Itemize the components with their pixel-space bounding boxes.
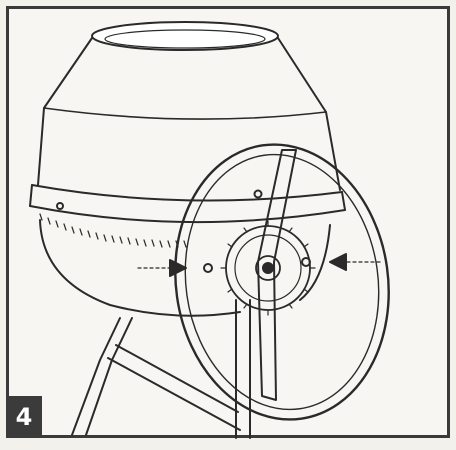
drum-ring-edge-right (341, 191, 346, 211)
drum-lower-bowl (39, 219, 331, 317)
frame-leg-right (235, 299, 251, 439)
hub-gear-inner (234, 234, 302, 302)
step-number-badge: 4 (6, 396, 42, 438)
arrow-left-icon (329, 253, 347, 271)
drum-ring-edge-left (29, 184, 33, 207)
ring-gear-teeth (39, 213, 187, 248)
drum-ring-bottom (29, 205, 346, 224)
steering-wheel-inner (184, 153, 380, 411)
drum-band-line (43, 107, 327, 120)
step-number: 4 (15, 403, 33, 431)
drum-opening (91, 21, 279, 51)
hub-center (255, 255, 281, 281)
hub-center-core (262, 262, 274, 274)
drum-opening-inner (104, 29, 266, 49)
hub-bolt-right (301, 257, 311, 267)
frame-leg-mid (107, 344, 241, 431)
drum-ring-top (31, 184, 343, 202)
hub-bolt-left (203, 263, 213, 273)
drum-upper-cone (37, 37, 341, 191)
arrow-right-icon (169, 259, 187, 277)
steering-wheel-outer (174, 143, 390, 421)
drum-bolt (253, 189, 263, 199)
ring-bolt (56, 202, 64, 210)
frame-leg-left (71, 317, 133, 436)
hub-gear-teeth (220, 220, 316, 316)
steering-spoke (257, 149, 297, 401)
